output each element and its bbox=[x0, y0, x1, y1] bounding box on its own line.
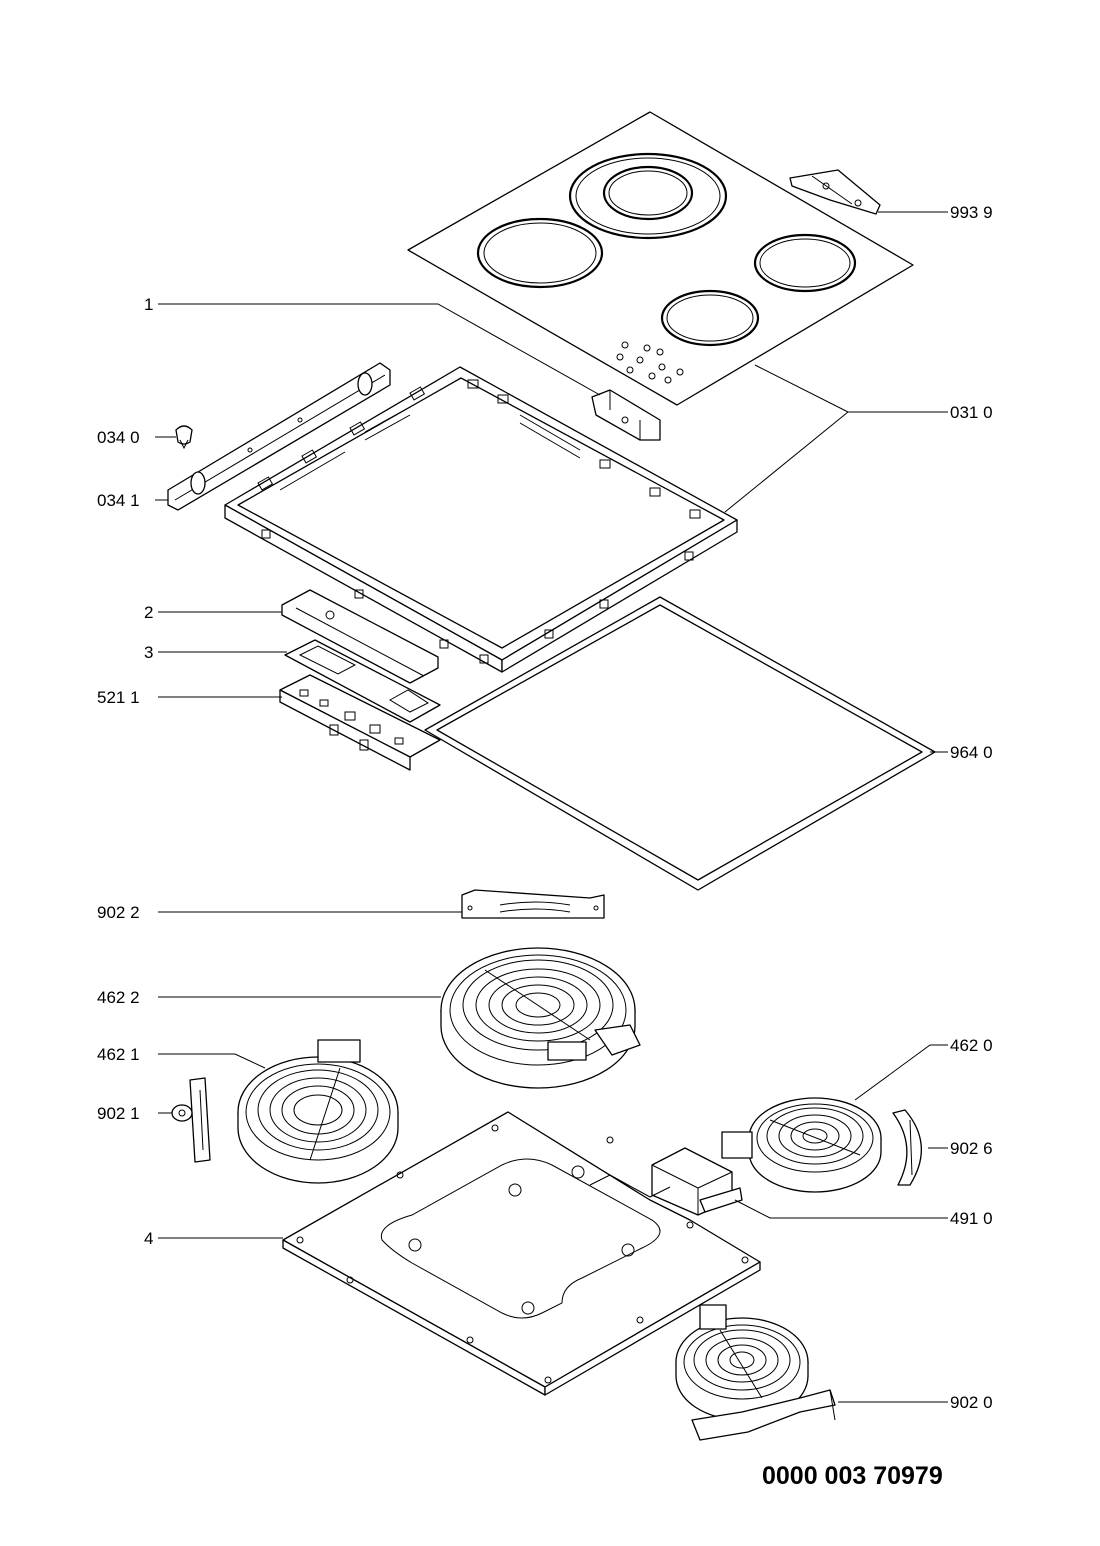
callout-0310: 031 0 bbox=[950, 403, 993, 422]
callout-4620: 462 0 bbox=[950, 1036, 993, 1055]
clip-part-0340 bbox=[175, 425, 193, 450]
heater-element-4620 bbox=[721, 1097, 882, 1193]
callout-3: 3 bbox=[144, 643, 153, 662]
callout-9026: 902 6 bbox=[950, 1139, 993, 1158]
rail-part-0341 bbox=[167, 362, 391, 511]
ceramic-glass-top bbox=[407, 111, 914, 406]
callout-0341: 034 1 bbox=[97, 491, 140, 510]
callout-4621: 462 1 bbox=[97, 1045, 140, 1064]
callout-9939: 993 9 bbox=[950, 203, 993, 222]
heater-element-front bbox=[675, 1304, 809, 1421]
control-board-part-5211 bbox=[279, 674, 441, 771]
frame-0310 bbox=[224, 366, 738, 673]
heater-bracket-9020 bbox=[691, 1389, 836, 1441]
heater-element-4622 bbox=[440, 947, 641, 1089]
callout-9020: 902 0 bbox=[950, 1393, 993, 1412]
callout-4: 4 bbox=[144, 1229, 153, 1248]
callout-9022: 902 2 bbox=[97, 903, 140, 922]
bracket-part-1 bbox=[591, 389, 661, 441]
clip-part-9939 bbox=[789, 169, 881, 215]
callout-9021: 902 1 bbox=[97, 1104, 140, 1123]
callout-2: 2 bbox=[144, 603, 153, 622]
base-tray-part-4 bbox=[282, 1111, 761, 1396]
callout-labels: 993 9 1 031 0 034 0 034 1 2 3 521 1 964 … bbox=[97, 203, 993, 1412]
heater-bracket-9021 bbox=[171, 1077, 211, 1163]
bracket-part-2 bbox=[281, 589, 439, 684]
heater-element-4621 bbox=[237, 1039, 399, 1184]
energy-regulator-4910 bbox=[651, 1147, 743, 1216]
callout-1: 1 bbox=[144, 295, 153, 314]
seal-gasket-9640 bbox=[424, 596, 936, 891]
callout-4622: 462 2 bbox=[97, 988, 140, 1007]
document-number: 0000 003 70979 bbox=[762, 1462, 943, 1490]
callout-4910: 491 0 bbox=[950, 1209, 993, 1228]
leader-lines bbox=[155, 211, 948, 1403]
heater-bracket-9026 bbox=[892, 1109, 922, 1186]
heater-bracket-9022 bbox=[461, 889, 605, 919]
callout-9640: 964 0 bbox=[950, 743, 993, 762]
callout-0340: 034 0 bbox=[97, 428, 140, 447]
callout-5211: 521 1 bbox=[97, 688, 140, 707]
insulation-part-3 bbox=[284, 639, 441, 723]
